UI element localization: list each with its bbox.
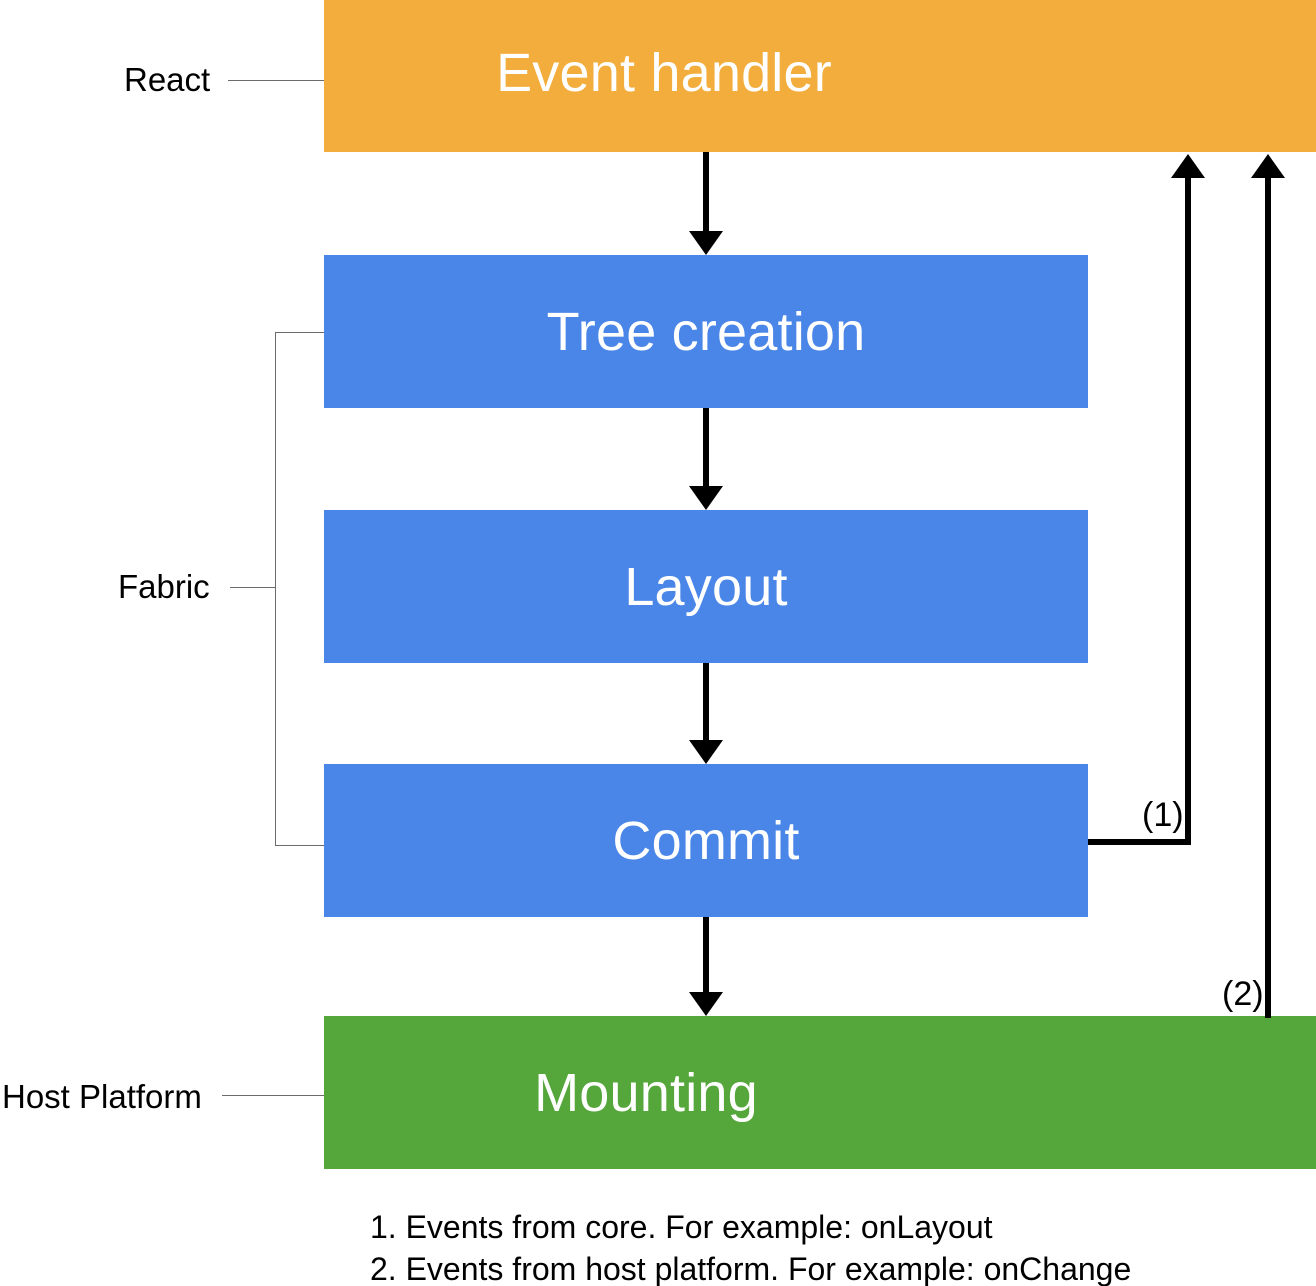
arrow-commit-to-mounting	[703, 917, 709, 994]
stage-label-event-handler: Event handler	[496, 43, 832, 103]
stage-label-commit: Commit	[612, 810, 800, 871]
leader-line-host-platform	[222, 1095, 324, 1096]
feedback-one-arrowhead-icon	[1171, 154, 1205, 178]
leader-line-react	[228, 80, 324, 81]
stage-label-mounting: Mounting	[534, 1062, 758, 1123]
footnote-list: 1. Events from core. For example: onLayo…	[370, 1206, 1131, 1286]
stage-box-commit: Commit	[324, 764, 1088, 917]
stage-box-layout: Layout	[324, 510, 1088, 663]
arrow-tree-creation-to-layout	[703, 408, 709, 488]
stage-box-mounting: Mounting	[324, 1016, 1316, 1169]
fabric-bracket-top	[275, 332, 325, 333]
footnote-item-2: 2. Events from host platform. For exampl…	[370, 1251, 1132, 1286]
fabric-bracket-bottom	[275, 845, 325, 846]
group-label-react: React	[124, 61, 211, 98]
feedback-two-vertical-segment	[1265, 178, 1271, 1018]
arrow-layout-to-commit	[703, 663, 709, 742]
stage-box-tree-creation: Tree creation	[324, 255, 1088, 408]
arrow-event-handler-to-tree-creation	[703, 152, 709, 233]
footnote-item-1: 1. Events from core. For example: onLayo…	[370, 1209, 993, 1245]
group-label-fabric: Fabric	[118, 568, 210, 605]
group-label-host-platform: Host Platform	[2, 1078, 202, 1115]
stage-label-layout: Layout	[624, 556, 788, 617]
feedback-one-tag: (1)	[1142, 796, 1184, 834]
feedback-two-tag: (2)	[1222, 975, 1264, 1013]
stage-box-event-handler: Event handler	[324, 0, 1316, 152]
feedback-one-vertical-segment	[1185, 178, 1191, 845]
feedback-two-arrowhead-icon	[1251, 154, 1285, 178]
stage-label-tree-creation: Tree creation	[546, 301, 866, 362]
fabric-bracket-vertical	[275, 332, 276, 846]
feedback-one-horizontal-segment	[1088, 839, 1191, 845]
leader-line-fabric-stub	[230, 587, 276, 588]
